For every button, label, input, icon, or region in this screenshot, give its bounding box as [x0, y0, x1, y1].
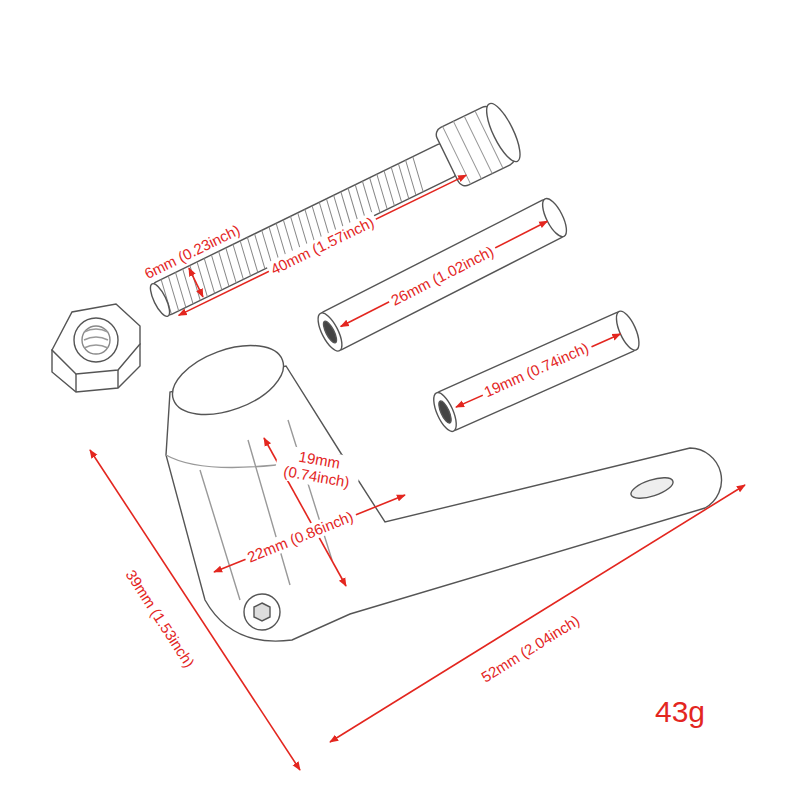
dimension-line — [90, 450, 300, 770]
lock-nut — [52, 304, 140, 392]
dimension-line — [341, 221, 548, 326]
dimension-line — [214, 495, 405, 572]
dimension-label: 52mm (2.04inch) — [475, 609, 585, 686]
bolt — [141, 99, 527, 331]
long-spacer — [313, 195, 571, 354]
weight-label: 43g — [652, 695, 708, 730]
dimension-line — [330, 485, 745, 742]
dimension-line — [456, 334, 620, 407]
dimension-line — [189, 268, 203, 297]
dimension-label: 39mm (1.53inch) — [120, 564, 199, 673]
bracket — [163, 332, 721, 641]
short-spacer — [429, 308, 643, 434]
